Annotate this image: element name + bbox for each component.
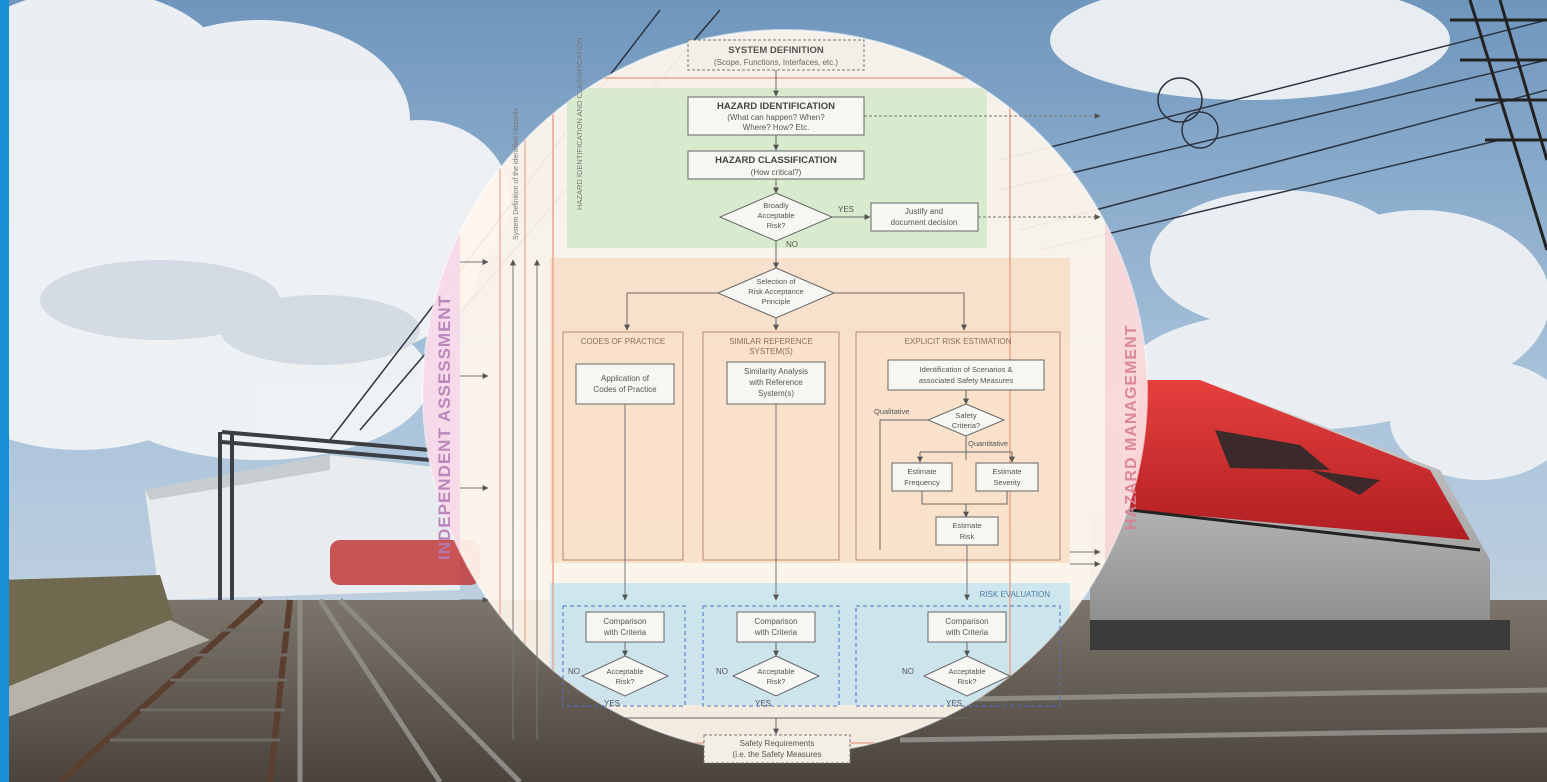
flowchart-text: YES — [604, 699, 620, 708]
risk-evaluation-right: Comparison with Criteria Acceptable Risk… — [855, 605, 1061, 708]
risk-evaluation-left: Comparison with Criteria Acceptable Risk… — [562, 605, 686, 708]
flowchart-text: Justify and — [905, 207, 943, 216]
flowchart-text: (What can happen? When? — [727, 113, 825, 122]
selection-decision: Selection of Risk Acceptance Principle — [716, 267, 836, 319]
justify-box: Justify and document decision — [870, 202, 979, 232]
flowchart-text: Quantitative — [968, 439, 1008, 448]
system-definition-box: SYSTEM DEFINITION (Scope, Functions, Int… — [687, 39, 865, 71]
flowchart-text: with Criteria — [754, 628, 798, 637]
safety-requirements-box: Safety Requirements (i.e. the Safety Mea… — [703, 734, 851, 764]
flowchart-text: Broadly — [763, 201, 789, 210]
explicit-risk-column: EXPLICIT RISK ESTIMATION Identification … — [855, 331, 1061, 601]
flowchart-text: NO — [716, 667, 728, 676]
flowchart-text: Acceptable — [757, 667, 794, 676]
hazard-identification-box: HAZARD IDENTIFICATION (What can happen? … — [687, 96, 865, 136]
flowchart-text: Risk? — [616, 677, 635, 686]
flowchart-text: EXPLICIT RISK ESTIMATION — [905, 337, 1012, 346]
flowchart-text: Acceptable — [757, 211, 794, 220]
side-arrows — [460, 259, 1101, 740]
yes-label-top: YES — [838, 205, 854, 214]
flowchart-text: NO — [902, 667, 914, 676]
gantry — [218, 430, 431, 600]
flowchart-text: Selection of — [756, 277, 796, 286]
flowchart-text: Comparison — [945, 617, 988, 626]
flowchart-text: Similarity Analysis — [744, 367, 808, 376]
flowchart-text: SIMILAR REFERENCE — [729, 337, 813, 346]
sleepers — [110, 628, 292, 742]
flowchart-text: Principle — [762, 297, 791, 306]
flowchart-text: Safety Requirements — [740, 739, 815, 748]
catenary-pylon — [1450, 0, 1547, 251]
distant-train — [330, 540, 480, 585]
flowchart-text: (How critical?) — [751, 168, 802, 177]
flowchart-text: Comparison — [754, 617, 797, 626]
flowchart-text: Safety — [955, 411, 977, 420]
risk-evaluation-middle: Comparison with Criteria Acceptable Risk… — [702, 605, 840, 708]
flowchart-text: Risk? — [767, 677, 786, 686]
flowchart-text: Application of — [601, 374, 650, 383]
independent-assessment-label: INDEPENDENT ASSESSMENT — [435, 295, 454, 560]
flowchart-text: System(s) — [758, 389, 794, 398]
codes-of-practice-column: CODES OF PRACTICE Application of Codes o… — [562, 331, 684, 601]
hazard-identification-title: HAZARD IDENTIFICATION — [717, 101, 835, 112]
codes-of-practice-header: CODES OF PRACTICE — [581, 337, 665, 346]
high-speed-train — [1090, 380, 1510, 650]
flowchart-text: Risk? — [767, 221, 786, 230]
vegetation — [0, 575, 180, 690]
flowchart-text: Criteria? — [952, 421, 980, 430]
flowchart-text: associated Safety Measures — [919, 376, 1013, 385]
similar-reference-column: SIMILAR REFERENCE SYSTEM(S) Similarity A… — [702, 331, 840, 601]
accent-bar — [0, 0, 9, 782]
flowchart-text: Identification of Scenarios & — [920, 365, 1013, 374]
flowchart-text: YES — [755, 699, 771, 708]
no-label-top: NO — [786, 240, 798, 249]
flowchart-text: with Reference — [748, 378, 803, 387]
system-definition-subtitle: (Scope, Functions, Interfaces, etc.) — [714, 58, 838, 67]
flowchart-text: Qualitative — [874, 407, 909, 416]
flowchart-text: Comparison — [603, 617, 646, 626]
flowchart-text: Acceptable — [948, 667, 985, 676]
flowchart-text: Estimate — [907, 467, 936, 476]
flowchart-text: with Criteria — [603, 628, 647, 637]
flowchart-text: Acceptable — [606, 667, 643, 676]
flowchart-text: NO — [568, 667, 580, 676]
hazard-classification-box: HAZARD CLASSIFICATION (How critical?) — [687, 150, 865, 180]
flowchart-text: Risk? — [958, 677, 977, 686]
flowchart-text: Estimate — [992, 467, 1021, 476]
left-inner-label: System Definition of the identified Haza… — [513, 108, 520, 240]
clouds-left-shade — [40, 260, 420, 365]
hazard-classification-title: HAZARD CLASSIFICATION — [715, 155, 837, 166]
flowchart-text: Frequency — [904, 478, 940, 487]
flowchart-text: Codes of Practice — [593, 385, 657, 394]
flowchart-text: YES — [946, 699, 962, 708]
hazard-management-label: HAZARD MANAGEMENT — [1123, 325, 1140, 530]
hazard-group-label: HAZARD IDENTIFICATION AND CLASSIFICATION — [575, 37, 584, 210]
flowchart-text: Risk — [960, 532, 975, 541]
risk-evaluation-header: RISK EVALUATION — [980, 590, 1051, 599]
flowchart-text: (i.e. the Safety Measures — [733, 750, 822, 759]
estimation-zone — [550, 258, 1070, 563]
flowchart-text: with Criteria — [945, 628, 989, 637]
system-definition-title: SYSTEM DEFINITION — [728, 45, 824, 56]
flowchart-text: Estimate — [952, 521, 981, 530]
platform-left — [0, 620, 210, 720]
flowchart-text: Where? How? Etc. — [743, 123, 810, 132]
flowchart-text: document decision — [891, 218, 958, 227]
flowchart-text: Risk Acceptance — [748, 287, 803, 296]
flowchart-text: SYSTEM(S) — [749, 347, 793, 356]
flowchart-text: Severity — [993, 478, 1020, 487]
